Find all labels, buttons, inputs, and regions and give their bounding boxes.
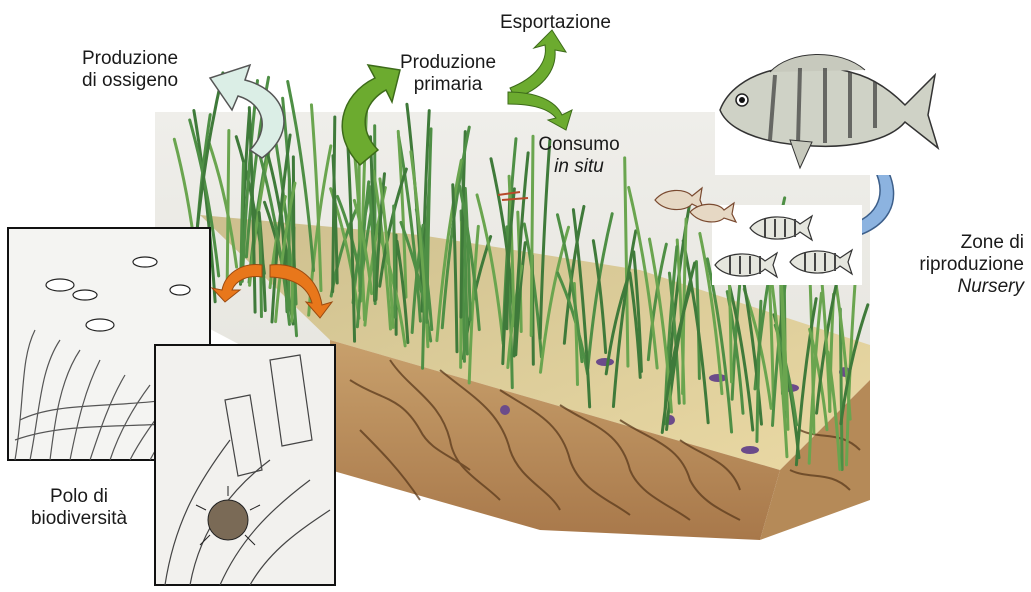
seagrass-blade	[394, 206, 395, 317]
seagrass-blade	[289, 179, 290, 308]
oxygen-label: Produzione di ossigeno	[60, 48, 200, 92]
seagrass-blade	[227, 131, 229, 285]
nursery-label: Zone di riproduzione Nursery	[878, 232, 1024, 298]
big-fish-icon	[715, 54, 940, 175]
consumption-label-line1: Consumo	[530, 134, 628, 156]
biodiversity-label-line2: biodiversità	[14, 508, 144, 530]
seagrass-blade	[293, 157, 294, 280]
primary-production-label-line1: Produzione	[392, 52, 504, 74]
primary-production-label-line2: primaria	[392, 74, 504, 96]
consumption-label: Consumo in situ	[530, 134, 628, 178]
nursery-label-line3: Nursery	[878, 276, 1024, 298]
nursery-label-line1: Zone di	[878, 232, 1024, 254]
consumption-label-line2: in situ	[530, 156, 628, 178]
juvenile-fish-group	[712, 205, 862, 285]
primary-production-label: Produzione primaria	[392, 52, 504, 96]
oxygen-label-line1: Produzione	[60, 48, 200, 70]
oxygen-label-line2: di ossigeno	[60, 70, 200, 92]
biodiversity-label-line1: Polo di	[14, 486, 144, 508]
export-label: Esportazione	[500, 12, 611, 34]
biodiversity-inset-lower	[155, 345, 335, 585]
nursery-label-line2: riproduzione	[878, 254, 1024, 276]
biodiversity-label: Polo di biodiversità	[14, 486, 144, 530]
export-arrow-icon	[510, 30, 566, 98]
